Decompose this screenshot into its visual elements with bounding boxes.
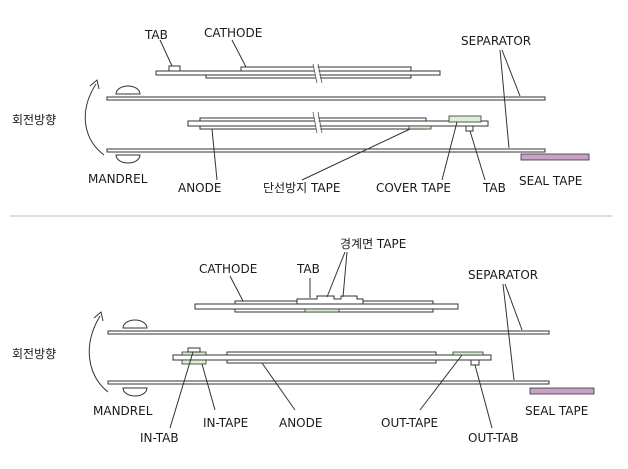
bottom-out-tape bbox=[452, 351, 484, 356]
bottom-leader-in-tape bbox=[201, 363, 216, 411]
top-cathode-coating-lower bbox=[205, 74, 412, 79]
bottom-leader-boundary-2 bbox=[342, 251, 348, 298]
bottom-rotation-arrow bbox=[88, 315, 109, 393]
bottom-label-seal-tape: SEAL TAPE bbox=[525, 404, 588, 418]
bottom-label-out-tape: OUT-TAPE bbox=[381, 416, 438, 430]
bottom-mandrel-upper bbox=[122, 319, 148, 329]
top-mandrel-lower bbox=[115, 154, 141, 164]
top-diagram: TAB CATHODE SEPARATOR 회전방향 MANDREL ANODE… bbox=[12, 26, 590, 195]
bottom-cathode-coating-upper-right bbox=[362, 300, 434, 305]
top-cathode-coating-upper bbox=[240, 66, 412, 72]
bottom-diagram: 경계면 TAPE CATHODE TAB SEPARATOR 회전방향 MAND… bbox=[12, 237, 595, 445]
top-anode-break-gap bbox=[313, 111, 321, 134]
bottom-leader-separator-1 bbox=[504, 283, 523, 331]
top-label-tab: TAB bbox=[144, 28, 168, 42]
top-cover-tape bbox=[448, 115, 482, 123]
top-label-seal-tape: SEAL TAPE bbox=[519, 174, 582, 188]
bottom-anode-coating-upper bbox=[226, 351, 437, 356]
top-cathode-break-mark-2 bbox=[317, 63, 323, 84]
top-separator-lower bbox=[106, 148, 546, 153]
top-label-cathode: CATHODE bbox=[204, 26, 262, 40]
top-label-rotation: 회전방향 bbox=[12, 113, 56, 127]
bottom-rotation-arrowhead bbox=[93, 311, 104, 322]
bottom-label-separator: SEPARATOR bbox=[468, 268, 538, 282]
bottom-label-mandrel: MANDREL bbox=[93, 404, 153, 418]
top-seal-tape bbox=[520, 153, 590, 161]
top-anode-tab bbox=[465, 125, 474, 132]
bottom-separator-lower bbox=[107, 380, 550, 385]
bottom-label-in-tape: IN-TAPE bbox=[203, 416, 248, 430]
bottom-label-in-tab: IN-TAB bbox=[140, 431, 179, 445]
bottom-leader-out-tab bbox=[474, 364, 493, 429]
bottom-boundary-tape-lower bbox=[304, 308, 340, 313]
bottom-in-tape-lower bbox=[181, 359, 207, 365]
top-leader-cathode bbox=[231, 39, 247, 68]
top-cathode-break-mark-1 bbox=[312, 63, 318, 84]
top-label-tab2: TAB bbox=[482, 181, 506, 195]
top-anode-coating-lower bbox=[199, 125, 427, 130]
bottom-seal-tape bbox=[529, 387, 595, 395]
bottom-separator-upper bbox=[107, 330, 550, 335]
bottom-label-rotation: 회전방향 bbox=[12, 347, 56, 361]
bottom-label-out-tab: OUT-TAB bbox=[468, 431, 519, 445]
top-leader-tab bbox=[159, 39, 173, 67]
top-label-anode: ANODE bbox=[178, 181, 221, 195]
top-cathode-collector bbox=[155, 70, 441, 76]
top-label-mandrel: MANDREL bbox=[88, 172, 148, 186]
top-label-anti-break-tape: 단선방지 TAPE bbox=[263, 181, 340, 195]
bottom-label-cathode: CATHODE bbox=[199, 262, 257, 276]
top-leader-anti-break bbox=[301, 128, 411, 181]
top-anode-break-mark-1 bbox=[312, 111, 318, 134]
top-rotation-arrow bbox=[84, 83, 105, 156]
bottom-label-tab: TAB bbox=[296, 262, 320, 276]
bottom-anode-coating-lower bbox=[226, 359, 437, 364]
bottom-boundary-tape bbox=[296, 295, 364, 305]
top-leader-separator-1 bbox=[501, 49, 521, 97]
top-leader-anode bbox=[211, 128, 218, 181]
top-rotation-arrowhead bbox=[89, 79, 100, 90]
top-leader-separator-2 bbox=[499, 49, 510, 149]
bottom-cathode-collector bbox=[194, 303, 459, 310]
top-separator-upper bbox=[106, 96, 546, 101]
top-cathode-break-gap bbox=[313, 63, 321, 84]
bottom-label-anode: ANODE bbox=[279, 416, 322, 430]
bottom-mandrel-lower bbox=[122, 387, 148, 397]
top-cathode-tab bbox=[168, 65, 181, 72]
top-anode-collector bbox=[187, 120, 489, 127]
bottom-label-boundary-tape: 경계면 TAPE bbox=[340, 237, 406, 251]
bottom-in-tab bbox=[187, 347, 201, 353]
bottom-leader-out-tape bbox=[419, 354, 463, 411]
bottom-leader-in-tab bbox=[169, 351, 194, 429]
bottom-anode-collector bbox=[172, 354, 492, 361]
top-leader-cover-tape bbox=[441, 121, 458, 181]
top-label-cover-tape: COVER TAPE bbox=[376, 181, 451, 195]
bottom-leader-cathode bbox=[229, 275, 244, 302]
top-leader-tab2 bbox=[469, 130, 486, 181]
top-anode-break-mark-2 bbox=[317, 111, 323, 134]
top-label-separator: SEPARATOR bbox=[461, 34, 531, 48]
top-mandrel-upper bbox=[115, 85, 141, 95]
bottom-leader-boundary-1 bbox=[326, 251, 346, 298]
bottom-leader-anode bbox=[261, 362, 296, 411]
bottom-leader-separator-2 bbox=[502, 283, 515, 381]
bottom-cathode-coating-upper-left bbox=[234, 300, 298, 305]
bottom-out-tab bbox=[470, 359, 480, 366]
top-anti-break-tape bbox=[408, 125, 432, 130]
top-anode-coating-upper bbox=[199, 117, 427, 122]
